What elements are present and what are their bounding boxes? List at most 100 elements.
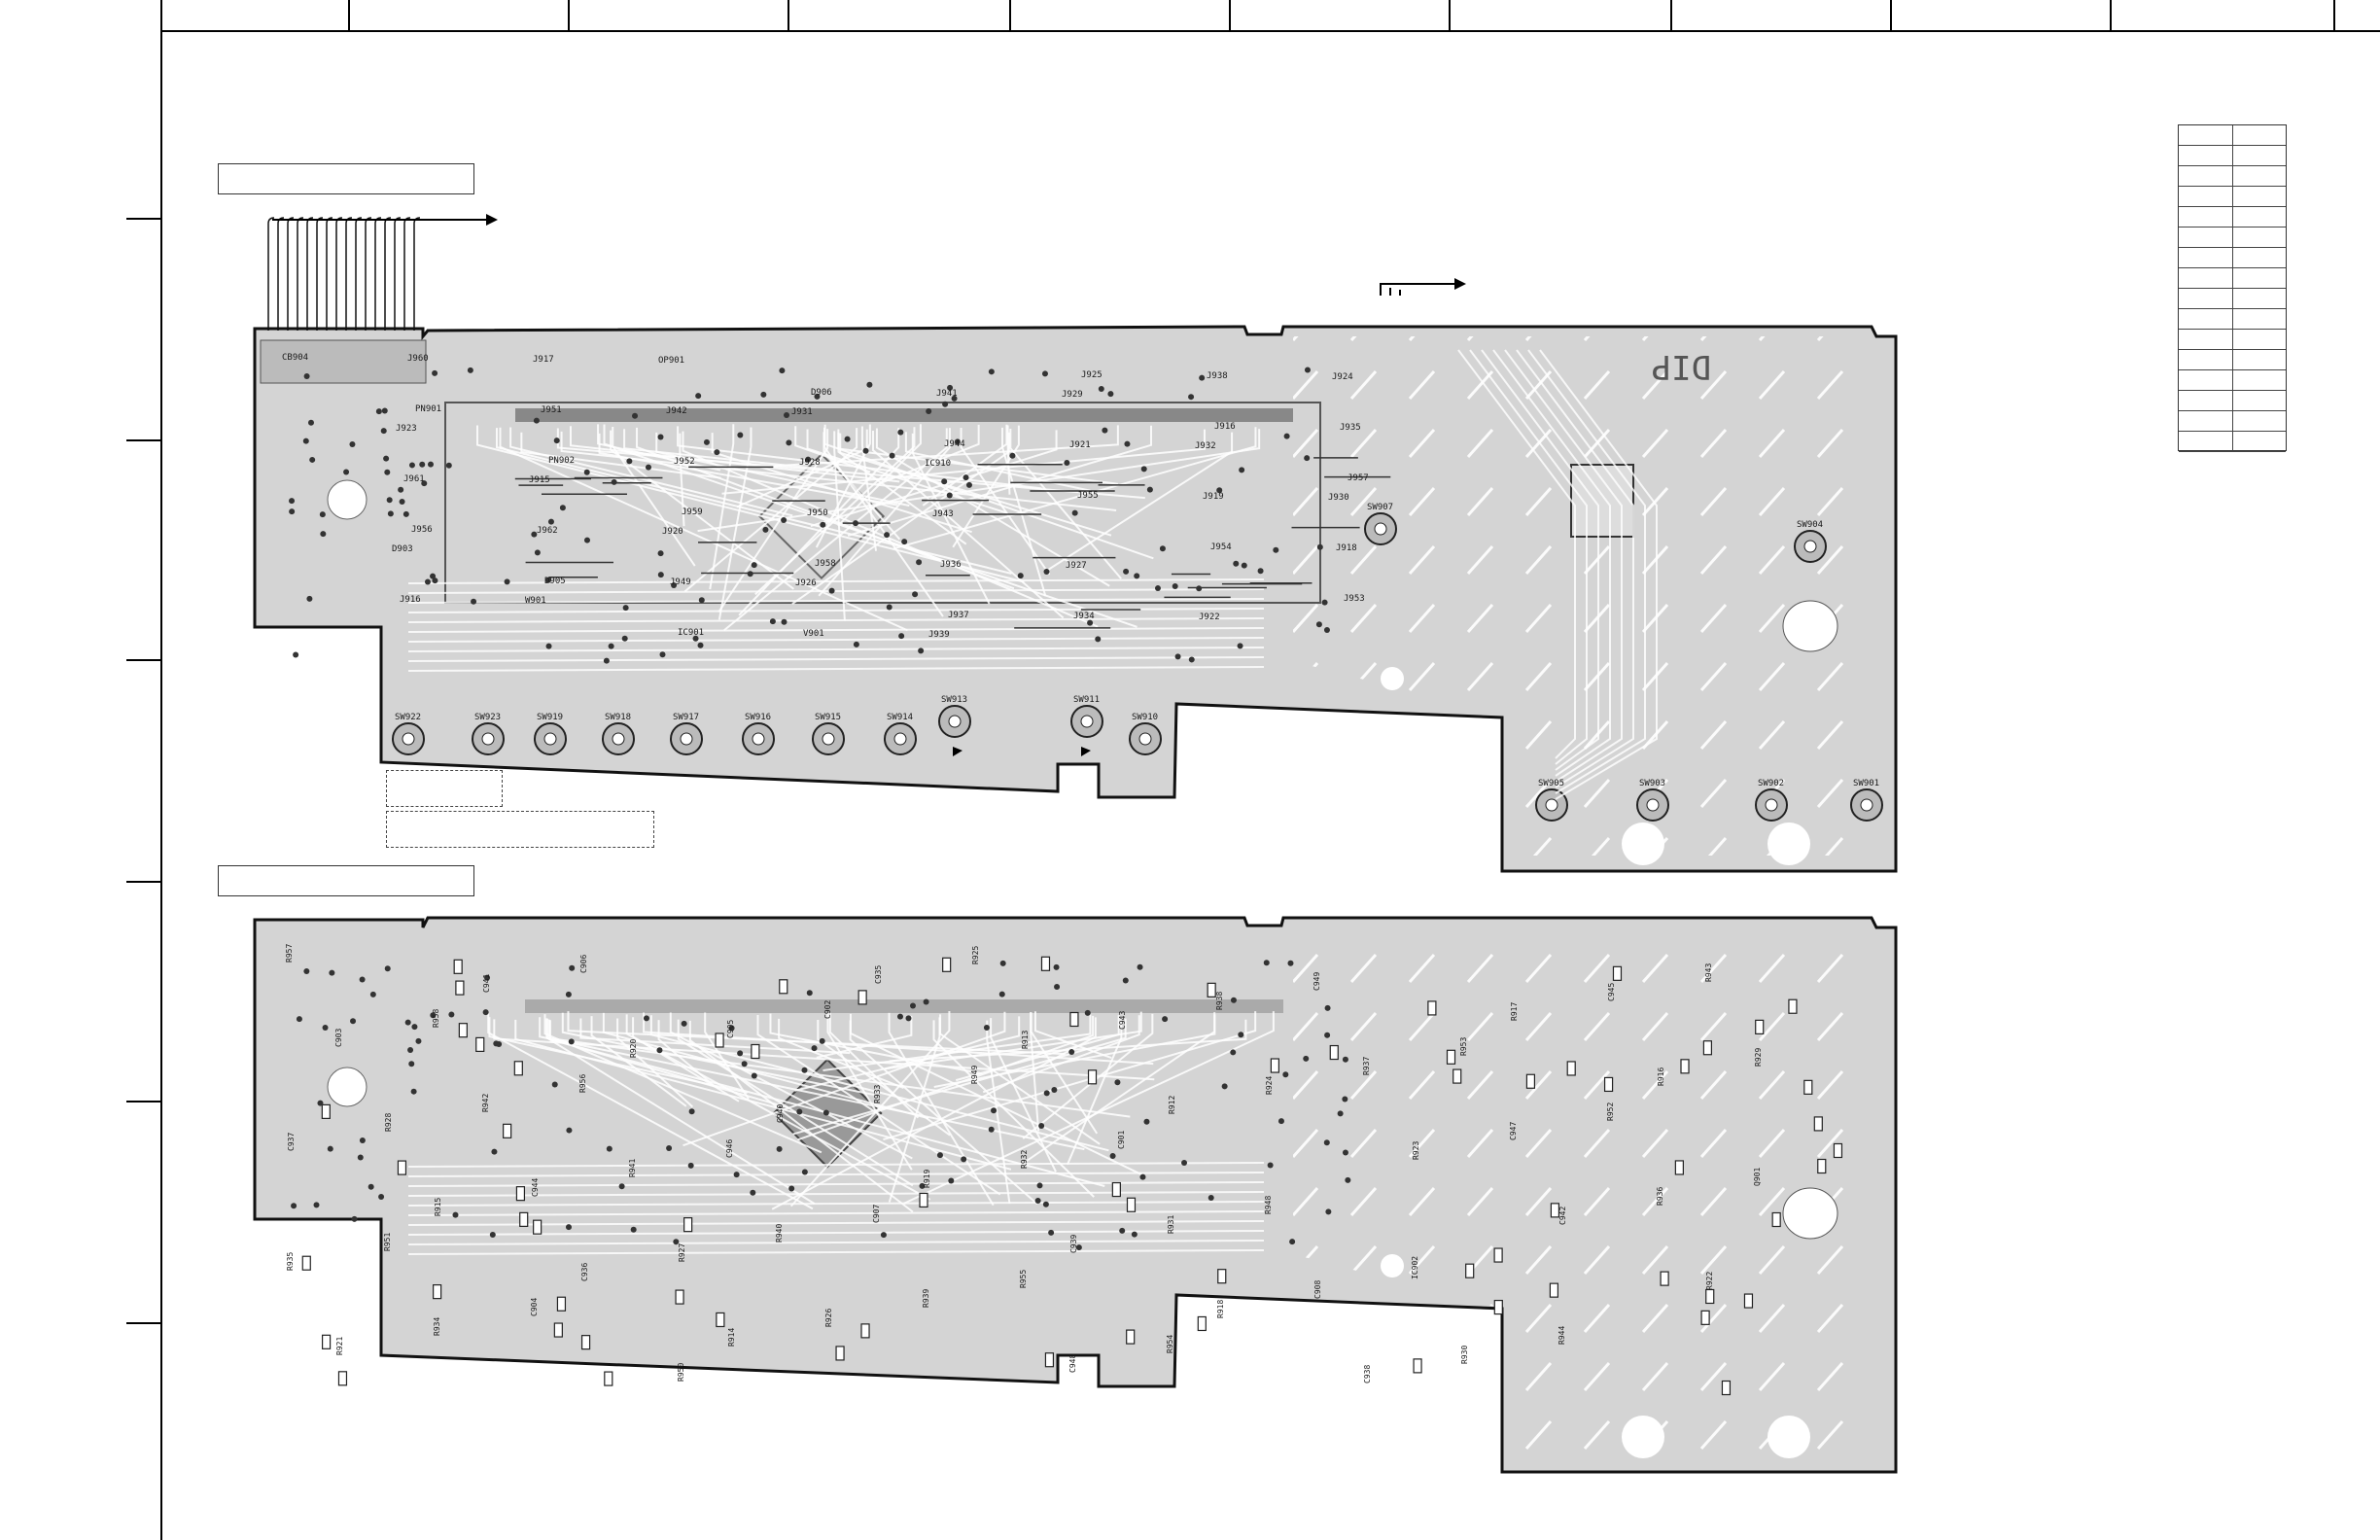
pcb-trace xyxy=(407,578,1265,584)
pcb-trace xyxy=(407,1191,1265,1197)
via-pad xyxy=(415,1037,422,1044)
via-pad xyxy=(1174,653,1181,660)
via-pad xyxy=(853,641,859,648)
component-label: IC910 xyxy=(925,459,951,469)
via-pad xyxy=(489,1231,496,1238)
reference-table-cell xyxy=(2179,391,2233,410)
via-pad xyxy=(1324,1032,1331,1038)
pcb-trace xyxy=(723,428,948,632)
smd-component xyxy=(858,990,867,1005)
pcb-trace xyxy=(612,427,696,567)
via-pad xyxy=(666,1144,673,1151)
pcb-trace xyxy=(721,429,1206,495)
reference-table-cell xyxy=(2179,207,2233,227)
via-pad xyxy=(583,469,590,475)
smd-component xyxy=(1427,1000,1437,1016)
reference-table-row xyxy=(2179,146,2286,166)
reference-table-row xyxy=(2179,207,2286,228)
component-label: PN902 xyxy=(548,456,575,466)
via-pad xyxy=(427,461,434,468)
via-pad xyxy=(801,1169,808,1175)
component-label: J929 xyxy=(1062,390,1083,400)
component-label: R953 xyxy=(1459,1037,1468,1056)
pcb-trace xyxy=(837,429,1119,485)
via-pad xyxy=(559,505,566,511)
tact-switch-center xyxy=(1803,540,1817,553)
bottom-pin-row xyxy=(525,999,1283,1013)
via-pad xyxy=(293,651,299,658)
smd-component xyxy=(835,1346,845,1361)
pcb-trace xyxy=(556,428,1145,500)
smd-component xyxy=(1087,1069,1098,1085)
zone-tick xyxy=(1449,0,1451,31)
via-pad xyxy=(916,559,923,566)
via-pad xyxy=(317,1100,324,1106)
pcb-trace xyxy=(1516,349,1634,788)
component-label: C939 xyxy=(1069,1235,1078,1253)
jumper-arrow xyxy=(1380,283,1458,296)
smd-component xyxy=(580,1335,591,1350)
smd-component xyxy=(1044,1352,1055,1368)
smd-component xyxy=(397,1160,407,1175)
via-pad xyxy=(1109,1152,1116,1159)
zone-tick xyxy=(126,1101,161,1102)
smd-component xyxy=(503,1123,512,1138)
ribbon-wire xyxy=(277,217,285,331)
via-pad xyxy=(1159,545,1166,552)
pcb-trace xyxy=(792,1018,1127,1136)
via-pad xyxy=(905,1015,912,1022)
component-label: R958 xyxy=(432,1009,440,1028)
via-pad xyxy=(1241,562,1247,569)
pcb-trace xyxy=(922,424,1008,507)
via-pad xyxy=(1273,546,1279,553)
mount-hole xyxy=(327,1067,368,1107)
via-pad xyxy=(534,549,541,556)
ribbon-wire xyxy=(306,217,314,331)
smd-component xyxy=(1680,1059,1690,1074)
pcb-trace xyxy=(756,1015,1001,1196)
reference-table-row xyxy=(2179,330,2286,350)
via-pad xyxy=(445,462,452,469)
via-pad xyxy=(786,439,792,446)
ribbon-arrow-head-icon xyxy=(486,214,498,226)
pcb-trace xyxy=(883,1011,1257,1141)
via-pad xyxy=(703,438,710,445)
pcb-trace xyxy=(569,426,900,483)
via-pad xyxy=(1071,509,1078,516)
via-pad xyxy=(1238,1032,1244,1038)
reference-table-cell xyxy=(2179,228,2233,247)
via-pad xyxy=(811,1045,818,1052)
via-pad xyxy=(531,531,538,538)
tact-switch-center xyxy=(1138,732,1152,746)
via-pad xyxy=(1172,582,1178,589)
trace-group xyxy=(407,1011,1275,1255)
smd-component xyxy=(1413,1358,1422,1374)
via-pad xyxy=(1124,440,1131,447)
via-pad xyxy=(1042,1201,1049,1208)
via-pad xyxy=(632,412,639,419)
component-label: R923 xyxy=(1412,1141,1420,1160)
smd-component xyxy=(1329,1044,1339,1061)
pcb-trace xyxy=(718,427,752,620)
via-pad xyxy=(368,1183,374,1190)
via-pad xyxy=(553,438,560,444)
via-pad xyxy=(988,1126,995,1133)
smd-component xyxy=(519,1211,529,1227)
component-label: R955 xyxy=(1019,1270,1028,1288)
pcb-trace xyxy=(407,588,1265,594)
component-label: R916 xyxy=(1657,1068,1665,1086)
via-pad xyxy=(504,578,510,585)
reference-table-cell xyxy=(2179,370,2233,390)
zone-tick xyxy=(788,0,789,31)
via-pad xyxy=(493,1040,500,1047)
pcb-trace xyxy=(826,1012,913,1171)
via-pad xyxy=(432,578,438,584)
via-pad xyxy=(698,597,705,604)
smd-component xyxy=(1813,1116,1823,1132)
via-pad xyxy=(404,1019,411,1026)
via-pad xyxy=(1068,1049,1075,1056)
sheet-left-border xyxy=(160,0,162,1540)
component-label: R938 xyxy=(1215,992,1224,1010)
component-label: R917 xyxy=(1510,1002,1519,1021)
via-pad xyxy=(568,1038,575,1045)
